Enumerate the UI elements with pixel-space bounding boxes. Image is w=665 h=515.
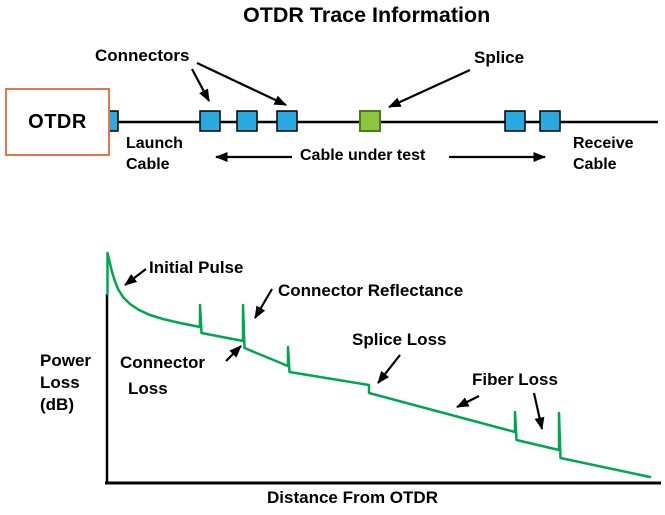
cable-under-test-label: Cable under test (300, 147, 426, 164)
y-axis-label: Power Loss (dB) (40, 351, 92, 414)
otdr-trace-line (106, 251, 652, 479)
fiber-loss-arrow-2 (532, 392, 545, 430)
fiber-loss-label: Fiber Loss (472, 370, 558, 389)
splice-label: Splice (474, 48, 525, 67)
receive-connector-square-2 (539, 110, 561, 132)
initial-pulse-label: Initial Pulse (149, 258, 244, 277)
fiber-loss-arrow-1 (456, 395, 480, 408)
connector-loss-label: Connector Loss (120, 353, 205, 398)
splice-arrow (388, 68, 471, 109)
otdr-device-box: OTDR (5, 88, 110, 156)
connector-reflectance-arrow (254, 288, 273, 319)
page-title: OTDR Trace Information (243, 3, 491, 27)
connector-loss-arrow (225, 345, 242, 362)
splice-loss-label: Splice Loss (352, 330, 447, 349)
splice-loss-arrow (377, 354, 401, 384)
splice-square (359, 110, 381, 132)
connectors-arrow-2 (196, 62, 287, 106)
launch-cable-label: Launch Cable (126, 135, 183, 173)
receive-connector-square-1 (504, 110, 526, 132)
connector-square-1 (199, 110, 221, 132)
x-axis-label: Distance From OTDR (267, 488, 438, 507)
initial-pulse-arrow (124, 268, 147, 286)
connector-square-2 (236, 110, 258, 132)
connector-reflectance-label: Connector Reflectance (278, 281, 464, 300)
otdr-device-label: OTDR (28, 110, 87, 133)
connectors-arrow-1 (191, 68, 210, 102)
connectors-label: Connectors (95, 46, 190, 65)
connector-square-3 (276, 110, 298, 132)
receive-cable-label: Receive Cable (573, 135, 634, 173)
